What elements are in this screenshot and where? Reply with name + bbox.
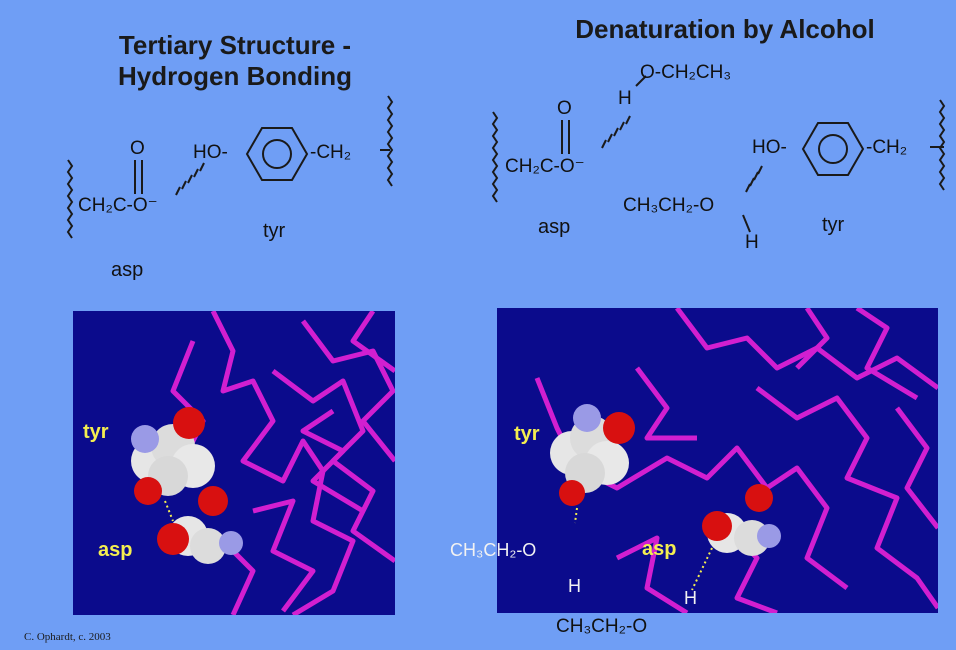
right-h-mid: H [745,232,759,253]
right-panel-h-bottom: H [684,588,697,608]
right-backbone-wavy-right [938,99,946,191]
right-asp-group: CH₂C-O⁻ [505,156,585,177]
right-panel-h-left: H [568,576,581,596]
left-asp-atoms [157,486,243,564]
right-panel-ethanol-bottom: CH₃CH₂-O [556,616,648,637]
left-title-line2: Hydrogen Bonding [118,61,352,91]
right-hydrogen-bond-top [601,115,631,149]
right-protein-backbone [534,308,938,613]
right-backbone-wavy-left [491,111,499,203]
left-tyr-label: tyr [263,220,286,242]
left-backbone-wavy-left [66,159,74,239]
right-panel-asp-label: asp [642,538,677,560]
left-protein-backbone [131,311,395,615]
right-asp-atoms [702,484,781,556]
left-asp-label: asp [111,259,144,281]
right-tyr-atoms [550,404,635,506]
right-hydrogen-bond-mid [745,165,763,193]
left-title-line1: Tertiary Structure - [118,30,352,60]
credit-text: C. Ophardt, c. 2003 [24,631,111,643]
right-protein-panel: tyr asp [497,308,938,613]
left-benzene-ring-icon [245,127,309,181]
right-h-top: H [618,88,632,109]
right-tyr-label: tyr [822,214,845,236]
left-panel-asp-label: asp [98,539,133,561]
left-title: Tertiary Structure - Hydrogen Bonding [95,30,375,92]
right-ethanol-top: O-CH₂CH₃ [640,62,732,83]
right-panel-ethanol-left: CH₃CH₂-O [450,540,537,560]
right-benzene-ring-icon [801,122,865,176]
left-backbone-wavy-right [386,95,394,187]
left-panel-tyr-label: tyr [83,421,109,443]
left-hydrogen-bond [175,162,205,196]
left-protein-panel: tyr asp [73,311,395,615]
right-title: Denaturation by Alcohol [575,14,875,44]
right-tyr-ch2: -CH₂ [866,137,908,158]
left-tyr-hydroxyl: HO- [193,142,228,163]
left-carbonyl-o: O [130,138,145,159]
left-tyr-atoms [131,407,215,505]
left-tyr-ch2: -CH₂ [310,142,352,163]
right-tyr-hydroxyl: HO- [752,137,787,158]
left-asp-group: CH₂C-O⁻ [78,195,158,216]
right-carbonyl-o: O [557,98,572,119]
right-ethanol-mid: CH₃CH₂-O [623,195,715,216]
right-asp-label: asp [538,216,571,238]
right-panel-tyr-label: tyr [514,423,540,445]
